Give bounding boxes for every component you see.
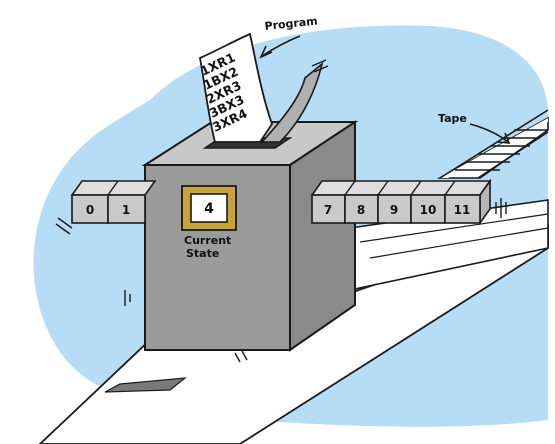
- current-state-label-1: Current: [184, 234, 231, 247]
- program-listing: 1XR1 1BX2 2XR3 3BX3 3XR4: [198, 50, 250, 135]
- tape-cell-1: [107, 194, 146, 224]
- tape-cell-10-text: 10: [420, 203, 437, 217]
- tape-cell-8-text: 8: [357, 203, 365, 217]
- tape-cell-1-text: 1: [122, 203, 130, 217]
- current-state-value: 4: [204, 201, 214, 217]
- tape-cell-11-text: 11: [454, 203, 471, 217]
- tape-arrow: [469, 123, 511, 144]
- program-label: Program: [264, 14, 318, 32]
- current-state-window: 4: [181, 185, 237, 231]
- tape-label: Tape: [438, 112, 467, 125]
- tape-cell-7-text: 7: [324, 203, 332, 217]
- floor-shadow: [104, 377, 187, 393]
- tape-back-segment: [436, 109, 549, 179]
- current-state-label-2: State: [186, 247, 219, 260]
- tape-right-arm: 7 8 9 10 11: [310, 178, 492, 226]
- program-arrow: [259, 35, 301, 59]
- tape-left-arm: 0 1: [70, 180, 157, 224]
- motion-lines: [55, 59, 507, 363]
- tape-cell-9-text: 9: [390, 203, 398, 217]
- program-paper: [198, 32, 324, 143]
- tape-cell-0-text: 0: [86, 203, 94, 217]
- tape-cell-11: [444, 194, 481, 224]
